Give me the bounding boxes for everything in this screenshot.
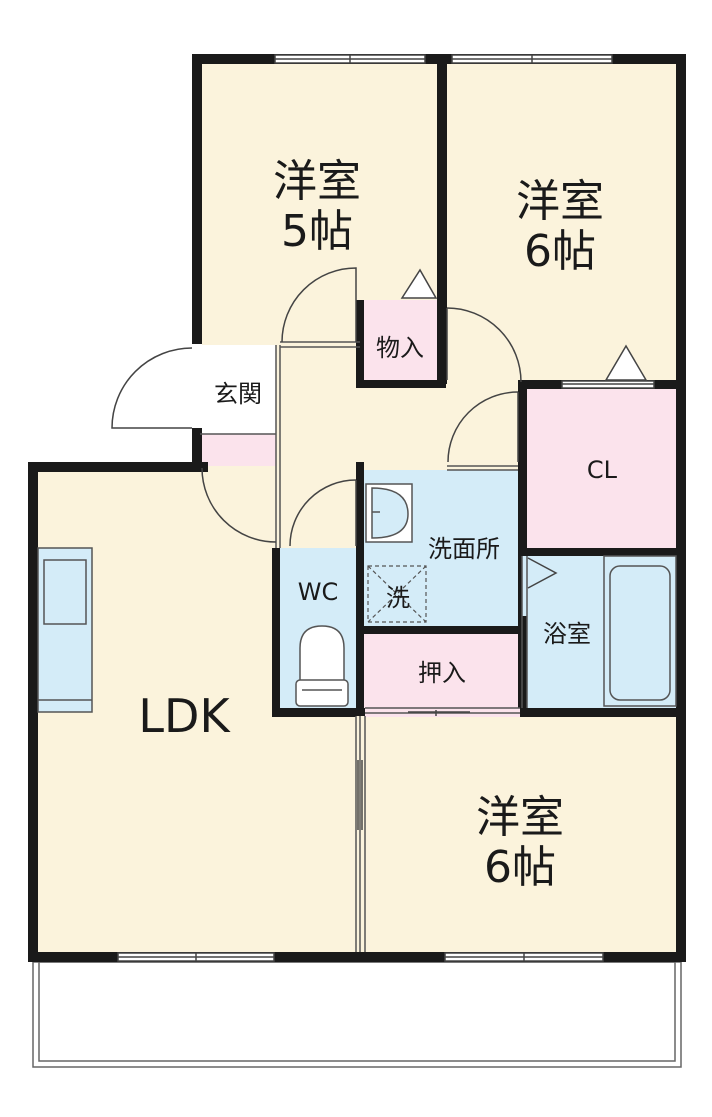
closet-floor [522, 384, 680, 554]
door-swing-icon [281, 267, 357, 343]
sliding-window-icon [451, 54, 613, 64]
doors [111, 267, 558, 830]
room-size-western-5: 5帖 [281, 206, 353, 257]
sliding-window-icon [561, 380, 655, 389]
wall-right [676, 54, 686, 962]
sink-icon [365, 483, 413, 543]
door-swing-icon [527, 557, 558, 589]
door-swing-icon [111, 347, 193, 429]
room-size-western-6-south: 6帖 [484, 842, 556, 893]
closet-door-icon [400, 268, 438, 299]
balcony [32, 961, 682, 1068]
wall-wc-left [272, 548, 280, 716]
door-swing-icon [289, 479, 357, 547]
wall-closet-bottom [518, 548, 684, 556]
wall-washroom-bottom [356, 626, 526, 634]
wall-left-upper [192, 54, 202, 344]
room-label-storage: 物入 [376, 334, 424, 362]
wall-washroom-left [356, 462, 364, 716]
wall-mid-vertical [437, 54, 447, 384]
door-swing-icon [201, 467, 277, 543]
western-room-6jo-north-floor [442, 60, 680, 384]
washer-space-icon [367, 565, 427, 623]
sliding-window-icon [117, 952, 275, 962]
storage-floor [360, 300, 442, 384]
sliding-window-icon [444, 952, 604, 962]
western-room-6jo-south-floor [360, 712, 680, 956]
room-label-washroom: 洗面所 [428, 535, 500, 563]
western-room-5jo-floor [196, 60, 442, 342]
door-swing-icon [447, 391, 519, 463]
wall-ldk-top [28, 462, 208, 472]
kitchen-counter-icon [37, 547, 93, 713]
room-label-toilet: WC [298, 578, 339, 606]
room-label-ldk: LDK [138, 689, 231, 743]
room-size-western-6-north: 6帖 [524, 226, 596, 277]
sliding-window-icon [274, 54, 426, 64]
closet-door-icon [604, 344, 648, 381]
room-label-entrance: 玄関 [214, 380, 262, 408]
door-swing-icon [446, 307, 522, 383]
room-label-closet: CL [587, 456, 618, 484]
toilet-icon [295, 625, 349, 707]
room-label-oshiire: 押入 [418, 659, 466, 687]
room-label-western-5: 洋室 [273, 156, 361, 207]
wall-storage-bottom [356, 380, 446, 388]
room-label-western-6-south: 洋室 [476, 792, 564, 843]
wall-ldk-left [28, 462, 38, 962]
labels: 洋室 5帖 洋室 6帖 洋室 6帖 LDK 物入 玄関 CL 洗面所 洗 WC … [138, 156, 617, 893]
windows [117, 54, 655, 962]
wall-storage-left [356, 300, 364, 388]
bathtub-icon [603, 555, 677, 707]
room-label-western-6-north: 洋室 [516, 176, 604, 227]
room-label-bath: 浴室 [543, 620, 591, 648]
oshiire-floor [360, 632, 522, 712]
entrance-step [200, 434, 276, 466]
partitions [200, 341, 528, 952]
room-label-washer: 洗 [386, 584, 410, 612]
closet-markers [400, 268, 648, 381]
